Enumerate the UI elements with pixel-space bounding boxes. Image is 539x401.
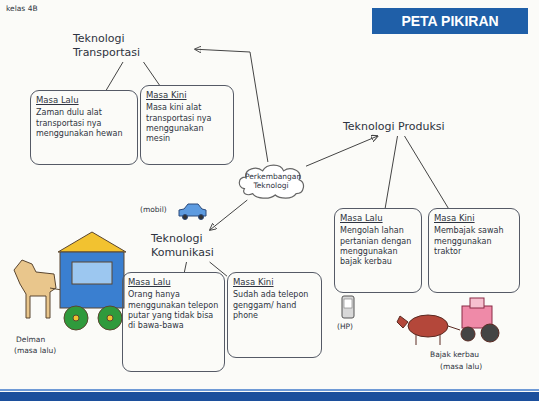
period-box: Masa KiniSudah ada telepon genggam/ hand… [227, 272, 322, 358]
box-text: Sudah ada telepon genggam/ hand phone [233, 290, 316, 321]
box-text: Perkembangan Teknologi [245, 172, 297, 190]
title-banner: PETA PIKIRAN [372, 8, 528, 34]
box-heading: Masa Kini [233, 277, 316, 287]
topic-heading: Teknologi Komunikasi [148, 230, 232, 262]
connector-line [306, 136, 378, 166]
cloud-node: Perkembangan Teknologi [236, 162, 306, 200]
connector-line [210, 262, 227, 276]
box-heading: Masa Lalu [128, 277, 219, 287]
box-heading: Masa Lalu [36, 95, 132, 105]
note-label: (masa lalu) [440, 362, 482, 371]
phone-drawing [342, 296, 354, 318]
period-box: Masa LaluOrang hanya menggunakan telepon… [122, 272, 225, 372]
topic-heading: Teknologi Transportasi [70, 30, 195, 62]
heading-text: Teknologi Transportasi [73, 32, 192, 60]
car-drawing [179, 204, 206, 220]
note-label: Bajak kerbau [430, 350, 479, 359]
box-text: Orang hanya menggunakan telepon putar ya… [128, 290, 219, 332]
topic-heading: Teknologi Produksi [340, 118, 458, 136]
period-box: Masa LaluZaman dulu alat transportasi ny… [30, 90, 138, 165]
connector-line [106, 62, 123, 90]
bottom-line [0, 389, 539, 391]
connector-line [385, 136, 397, 208]
connector-line [184, 262, 186, 272]
heading-text: Teknologi Produksi [343, 120, 455, 134]
delman-drawing [14, 232, 126, 330]
note-label: (mobil) [140, 205, 167, 214]
period-box: Masa LaluMengolah lahan pertanian dengan… [334, 208, 422, 293]
box-text: Membajak sawah menggunakan traktor [434, 226, 514, 257]
connector-line [405, 136, 449, 208]
connector-line [210, 200, 247, 230]
box-heading: Masa Kini [434, 213, 514, 223]
note-label: (masa lalu) [14, 346, 56, 355]
connector-line [195, 49, 268, 162]
box-text: Masa kini alat transportasi nya mengguna… [146, 103, 228, 145]
box-text: Zaman dulu alat transportasi nya menggun… [36, 108, 132, 139]
connector-line [144, 62, 160, 85]
plough-drawing [397, 298, 499, 345]
box-text: Mengolah lahan pertanian dengan mengguna… [340, 226, 416, 268]
box-heading: Masa Kini [146, 90, 228, 100]
box-heading: Masa Lalu [340, 213, 416, 223]
bottom-bar [0, 392, 539, 401]
heading-text: Teknologi Komunikasi [151, 232, 229, 260]
period-box: Masa KiniMembajak sawah menggunakan trak… [428, 208, 520, 293]
note-label: (HP) [337, 322, 353, 331]
note-label: kelas 4B [6, 4, 38, 13]
period-box: Masa KiniMasa kini alat transportasi nya… [140, 85, 234, 165]
note-label: Delman [16, 335, 45, 344]
